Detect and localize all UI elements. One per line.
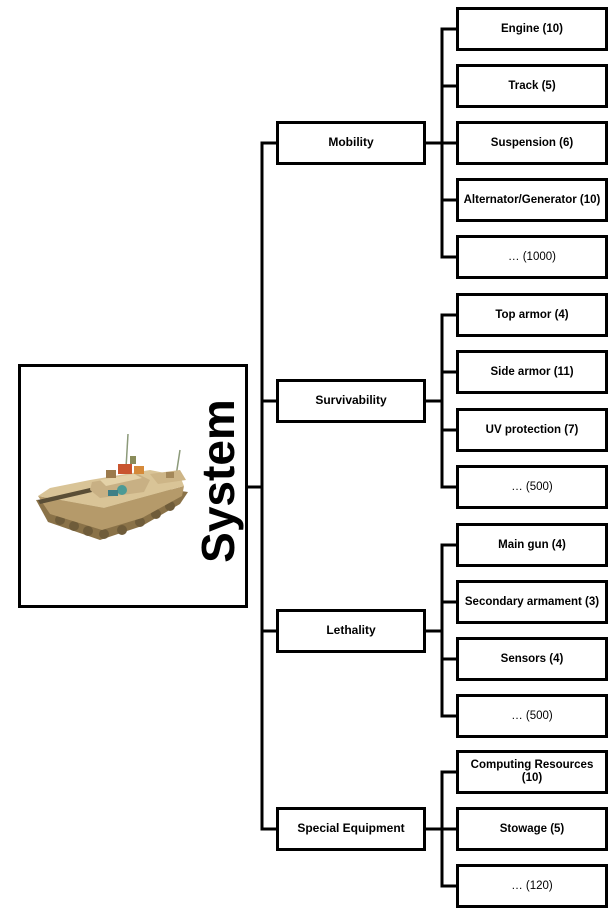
armored-vehicle-icon [36,433,188,540]
category-survivability: Survivability [276,379,426,423]
leaf-mobility-more: … (1000) [456,235,608,279]
leaf-survivability-more: … (500) [456,465,608,509]
category-lethality: Lethality [276,609,426,653]
leaf-stowage: Stowage (5) [456,807,608,851]
leaf-engine: Engine (10) [456,7,608,51]
system-label: System [178,386,258,576]
leaf-label: Sensors (4) [500,652,564,665]
leaf-label: … (500) [511,709,553,722]
category-label: Survivability [315,393,387,408]
leaf-label: Computing Resources (10) [470,759,594,784]
category-special-equipment: Special Equipment [276,807,426,851]
leaf-label: Stowage (5) [499,822,565,835]
category-label: Mobility [328,135,374,150]
leaf-label: Secondary armament (3) [464,595,600,608]
leaf-side-armor: Side armor (11) [456,350,608,394]
leaf-suspension: Suspension (6) [456,121,608,165]
system-label-text: System [192,399,244,563]
leaf-top-armor: Top armor (4) [456,293,608,337]
leaf-label: … (1000) [508,250,556,263]
leaf-special-equipment-more: … (120) [456,864,608,908]
leaf-label: Engine (10) [501,22,563,35]
leaf-computing-resources: Computing Resources (10) [456,750,608,794]
category-mobility: Mobility [276,121,426,165]
leaf-label: Track (5) [508,79,556,92]
leaf-uv-protection: UV protection (7) [456,408,608,452]
leaf-label: … (120) [511,879,553,892]
category-label: Special Equipment [297,821,405,836]
category-label: Lethality [326,623,376,638]
leaf-main-gun: Main gun (4) [456,523,608,567]
leaf-label: UV protection (7) [485,423,579,436]
leaf-label: Top armor (4) [495,308,569,321]
leaf-label: Alternator/Generator (10) [463,193,601,206]
leaf-track: Track (5) [456,64,608,108]
leaf-label: … (500) [511,480,553,493]
leaf-lethality-more: … (500) [456,694,608,738]
leaf-label: Suspension (6) [490,136,574,149]
leaf-sensors: Sensors (4) [456,637,608,681]
leaf-alternator-generator: Alternator/Generator (10) [456,178,608,222]
leaf-label: Main gun (4) [498,538,566,551]
leaf-label: Side armor (11) [490,365,574,378]
leaf-secondary-armament: Secondary armament (3) [456,580,608,624]
